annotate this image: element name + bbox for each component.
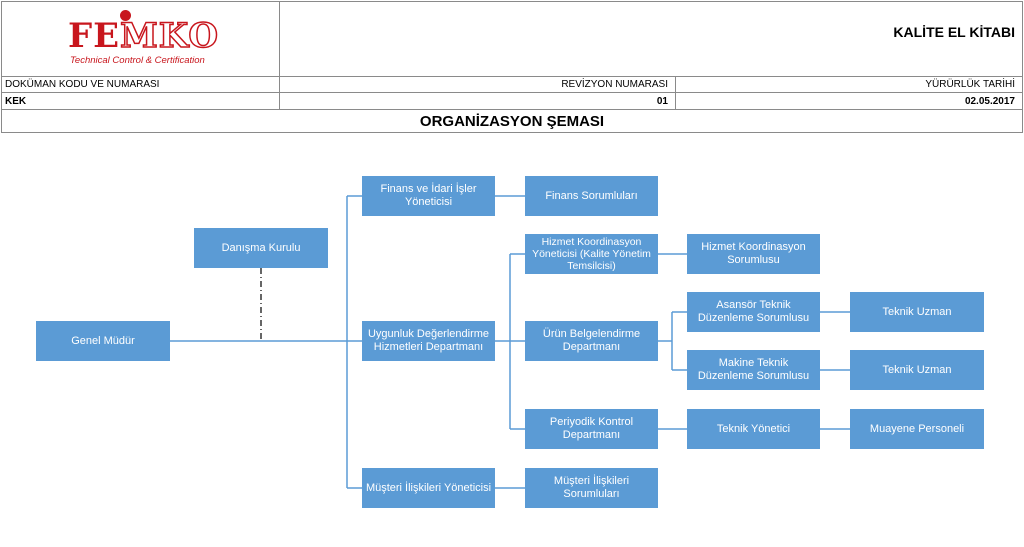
femko-logo: FEMKO Technical Control & Certification bbox=[68, 10, 219, 68]
logo-dot-icon bbox=[120, 10, 131, 21]
section-title-cell bbox=[1, 109, 1023, 133]
box-asansor-teknik: Asansör Teknik Düzenleme Sorumlusu bbox=[687, 292, 820, 332]
box-hizmet-koordinasyon-yoneticisi: Hizmet Koordinasyon Yöneticisi (Kalite Y… bbox=[525, 234, 658, 274]
box-musteri-iliskileri-sorumlulari: Müşteri İlişkileri Sorumluları bbox=[525, 468, 658, 508]
logo-tagline: Technical Control & Certification bbox=[70, 55, 205, 66]
box-genel-mudur: Genel Müdür bbox=[36, 321, 170, 361]
revision-value: 01 bbox=[656, 96, 668, 107]
box-teknik-yonetici: Teknik Yönetici bbox=[687, 409, 820, 449]
document-title: KALİTE EL KİTABI bbox=[893, 24, 1015, 40]
date-label: YÜRÜRLÜK TARİHİ bbox=[925, 79, 1015, 90]
box-musteri-iliskileri-yoneticisi: Müşteri İlişkileri Yöneticisi bbox=[362, 468, 495, 508]
section-title: ORGANİZASYON ŞEMASI bbox=[419, 113, 605, 130]
code-value: KEK bbox=[5, 96, 27, 107]
box-uygunluk: Uygunluk Değerlendirme Hizmetleri Depart… bbox=[362, 321, 495, 361]
code-label: DOKÜMAN KODU VE NUMARASI bbox=[5, 79, 160, 90]
box-danisma-kurulu: Danışma Kurulu bbox=[194, 228, 328, 268]
box-finans-sorumlulari: Finans Sorumluları bbox=[525, 176, 658, 216]
revision-label: REVİZYON NUMARASI bbox=[561, 79, 668, 90]
box-finans-idari: Finans ve İdari İşler Yöneticisi bbox=[362, 176, 495, 216]
box-makine-teknik: Makine Teknik Düzenleme Sorumlusu bbox=[687, 350, 820, 390]
box-urun-belgelendirme: Ürün Belgelendirme Departmanı bbox=[525, 321, 658, 361]
date-value: 02.05.2017 bbox=[964, 96, 1015, 107]
box-periyodik-kontrol: Periyodik Kontrol Departmanı bbox=[525, 409, 658, 449]
box-teknik-uzman-1: Teknik Uzman bbox=[850, 292, 984, 332]
box-muayene-personeli: Muayene Personeli bbox=[850, 409, 984, 449]
logo-brand: FEMKO bbox=[68, 16, 219, 56]
box-teknik-uzman-2: Teknik Uzman bbox=[850, 350, 984, 390]
box-hizmet-koordinasyon-sorumlusu: Hizmet Koordinasyon Sorumlusu bbox=[687, 234, 820, 274]
